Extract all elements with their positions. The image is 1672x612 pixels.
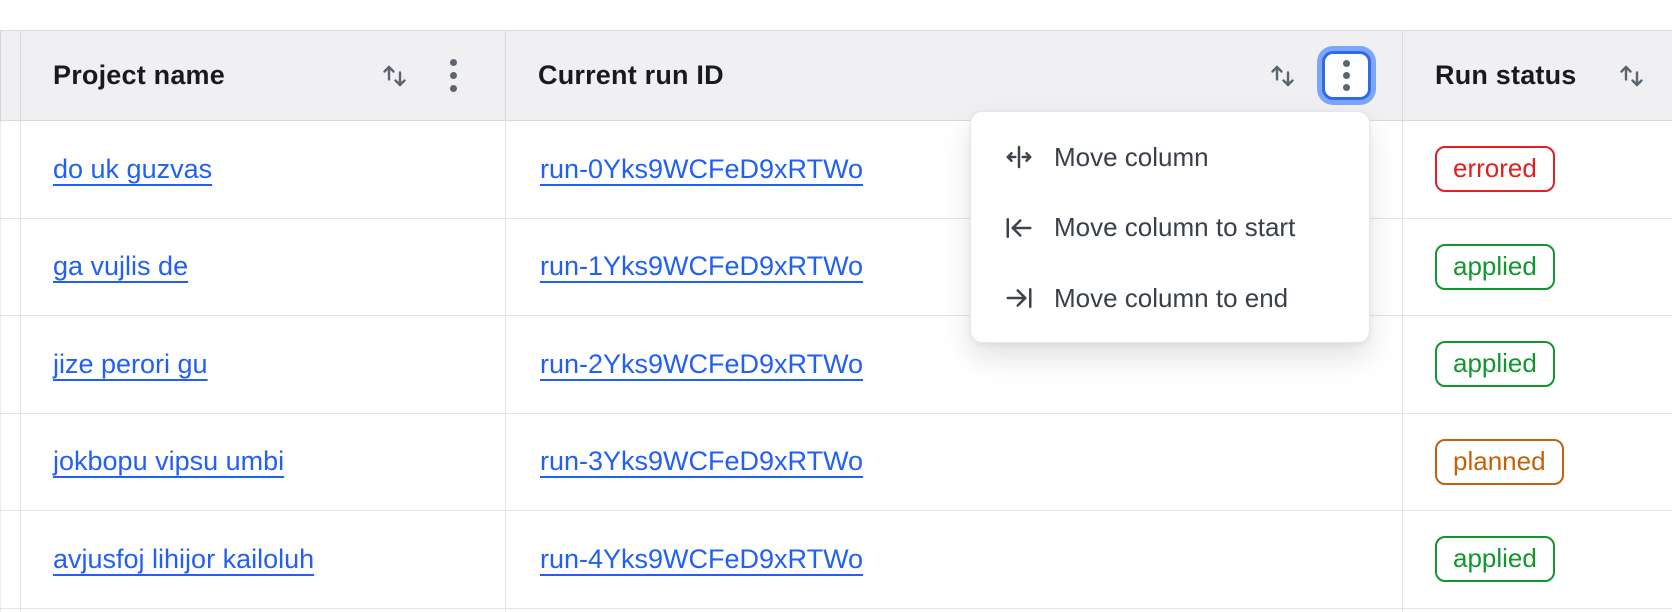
status-badge: applied bbox=[1435, 243, 1555, 290]
table-row: ga vujlis de run-1Yks9WCFeD9xRTWo applie… bbox=[0, 218, 1672, 316]
move-column-to-start-icon bbox=[1006, 217, 1032, 238]
run-id-link[interactable]: run-2Yks9WCFeD9xRTWo bbox=[540, 348, 864, 379]
kebab-icon bbox=[1343, 60, 1350, 91]
table-row: avjusfoj lihijor kailoluh run-4Yks9WCFeD… bbox=[0, 511, 1672, 609]
clipped-column-stub bbox=[0, 31, 21, 120]
run-id-link[interactable]: run-4Yks9WCFeD9xRTWo bbox=[540, 543, 864, 574]
run-id-link[interactable]: run-1Yks9WCFeD9xRTWo bbox=[540, 251, 864, 282]
menu-item-label: Move column to end bbox=[1054, 282, 1289, 313]
column-menu-icon[interactable] bbox=[450, 59, 457, 92]
project-link[interactable]: do uk guzvas bbox=[53, 153, 213, 184]
column-label: Run status bbox=[1435, 60, 1577, 90]
column-header-project-name: Project name bbox=[21, 31, 506, 120]
run-id-link[interactable]: run-0Yks9WCFeD9xRTWo bbox=[540, 153, 864, 184]
project-link[interactable]: jokbopu vipsu umbi bbox=[53, 446, 285, 477]
column-menu-popup: Move column Move column to start Move co… bbox=[970, 111, 1370, 343]
column-header-run-status: Run status bbox=[1403, 31, 1672, 120]
menu-item-move-column-to-start[interactable]: Move column to start bbox=[971, 193, 1369, 264]
menu-item-label: Move column bbox=[1054, 141, 1209, 172]
status-badge: errored bbox=[1435, 146, 1555, 193]
project-link[interactable]: ga vujlis de bbox=[53, 251, 189, 282]
projects-table: Project name Current run ID Run stat bbox=[0, 30, 1672, 612]
move-column-icon bbox=[1006, 146, 1032, 169]
project-link[interactable]: jize perori gu bbox=[53, 348, 208, 379]
move-column-to-end-icon bbox=[1006, 288, 1032, 309]
run-id-link[interactable]: run-3Yks9WCFeD9xRTWo bbox=[540, 446, 864, 477]
column-label: Project name bbox=[53, 60, 225, 90]
status-badge: applied bbox=[1435, 536, 1555, 583]
menu-item-label: Move column to start bbox=[1054, 212, 1296, 243]
menu-item-move-column-to-end[interactable]: Move column to end bbox=[971, 263, 1369, 334]
column-header-current-run-id: Current run ID bbox=[506, 31, 1403, 120]
table-row: jokbopu vipsu umbi run-3Yks9WCFeD9xRTWo … bbox=[0, 413, 1672, 511]
table-row: do uk guzvas run-0Yks9WCFeD9xRTWo errore… bbox=[0, 121, 1672, 219]
column-label: Current run ID bbox=[538, 60, 724, 90]
status-badge: applied bbox=[1435, 341, 1555, 388]
project-link[interactable]: avjusfoj lihijor kailoluh bbox=[53, 543, 315, 574]
table-header-row: Project name Current run ID Run stat bbox=[0, 30, 1672, 121]
sort-icon[interactable] bbox=[379, 61, 410, 91]
sort-icon[interactable] bbox=[1267, 61, 1298, 91]
menu-item-move-column[interactable]: Move column bbox=[971, 122, 1369, 193]
table-row-partial bbox=[0, 608, 1672, 612]
sort-icon[interactable] bbox=[1616, 61, 1647, 91]
table-row: jize perori gu run-2Yks9WCFeD9xRTWo appl… bbox=[0, 316, 1672, 414]
status-badge: planned bbox=[1435, 438, 1564, 485]
column-menu-button-focused[interactable] bbox=[1322, 51, 1371, 100]
